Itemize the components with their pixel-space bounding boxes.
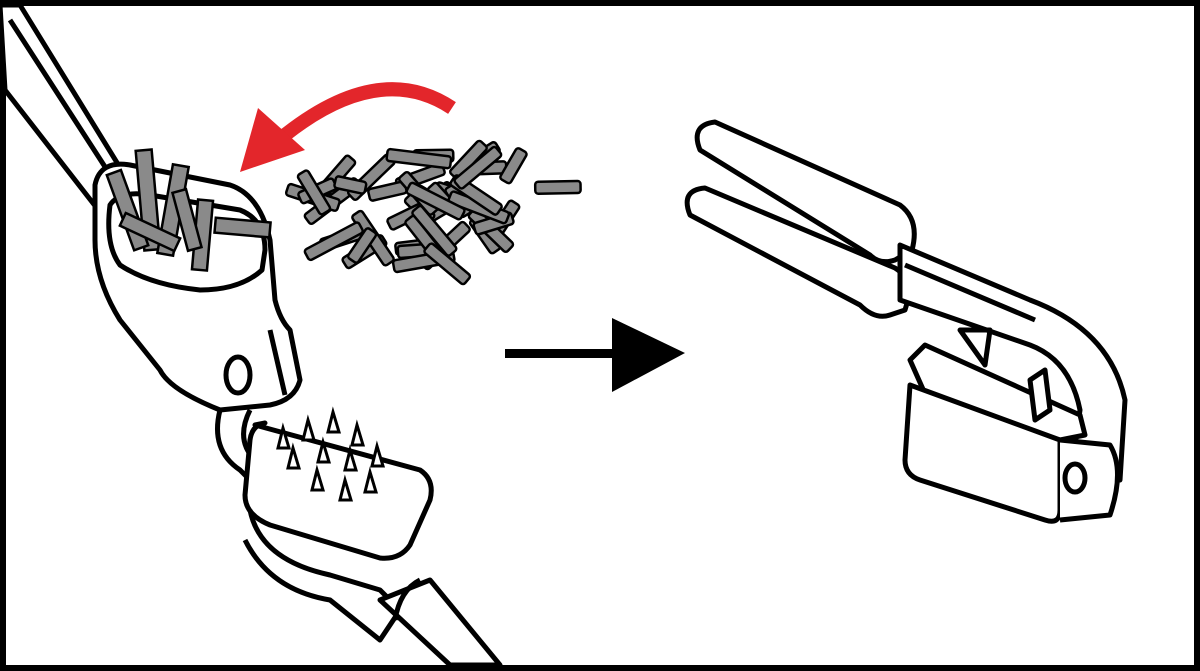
- garlic-piece: [385, 147, 453, 170]
- garlic-piece: [333, 175, 368, 195]
- curved-red-arrow-icon: [240, 82, 456, 172]
- garlic-piece: [453, 145, 503, 190]
- garlic-piece: [499, 147, 528, 185]
- garlic-piece: [423, 242, 472, 286]
- right-arrow-icon: [505, 318, 685, 392]
- garlic-piece: [346, 227, 378, 264]
- garlic-piece: [405, 181, 466, 221]
- closed-garlic-press-icon: [684, 119, 1128, 524]
- garlic-piece: [303, 221, 364, 262]
- garlic-pieces-icon: [284, 139, 582, 286]
- press-spikes: [276, 406, 386, 502]
- garlic-piece: [296, 169, 332, 216]
- garlic-piece: [533, 179, 582, 195]
- garlic-piece: [411, 204, 458, 257]
- garlic-in-chamber: [105, 148, 272, 272]
